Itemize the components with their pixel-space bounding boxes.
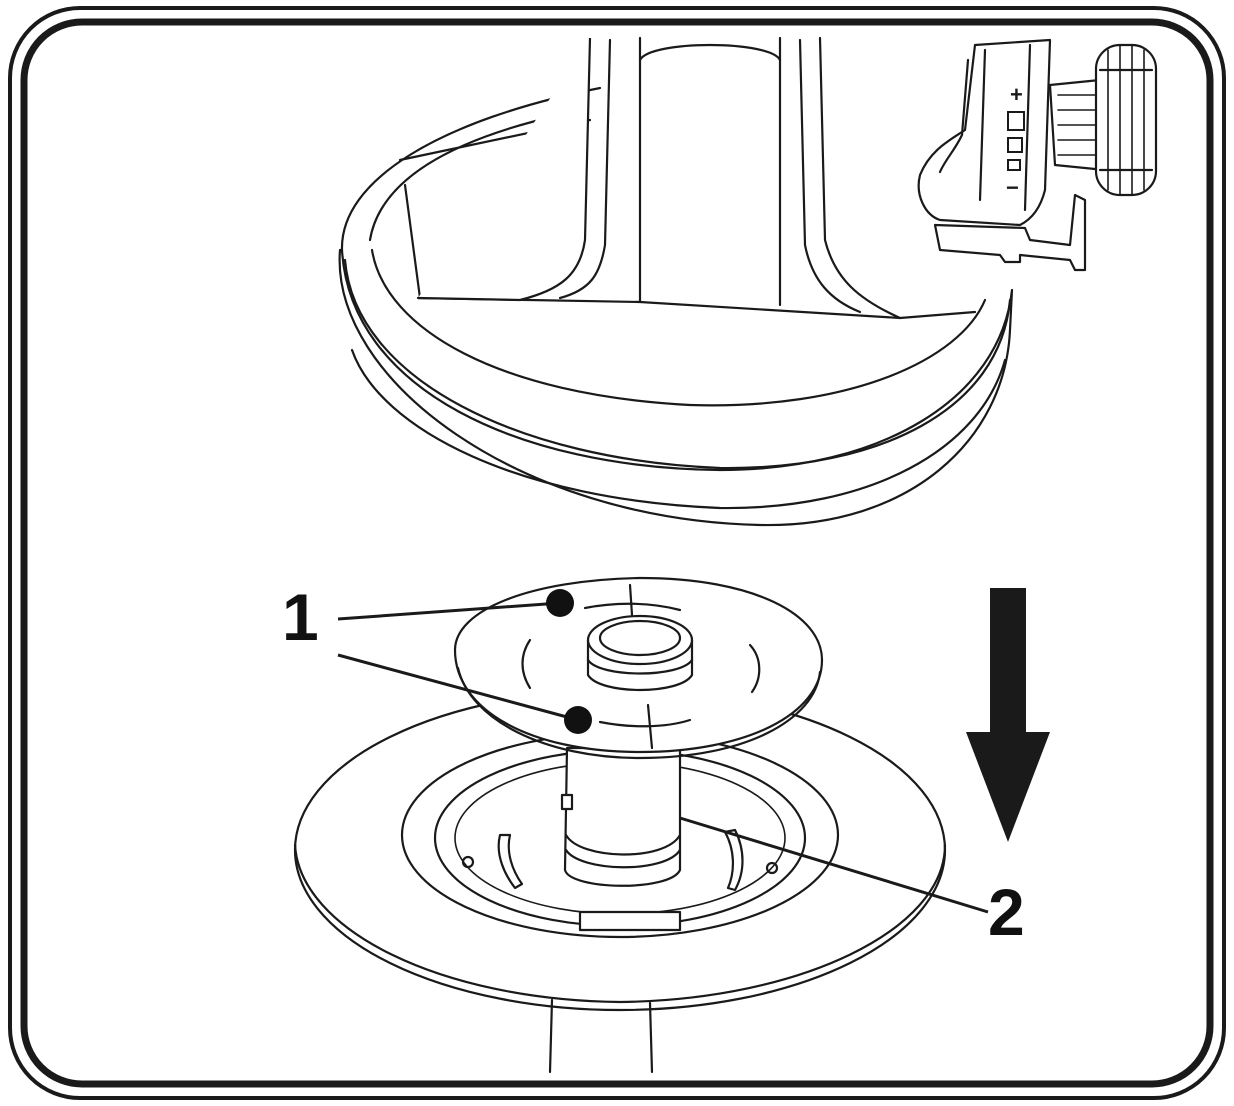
level-minus-label: − [1006, 175, 1019, 200]
diagram-frame [8, 6, 1226, 1100]
callout-1: 1 [282, 580, 592, 734]
marker-dot-upper [546, 589, 574, 617]
spindle-shaft [560, 746, 682, 887]
callout-2-label: 2 [988, 875, 1025, 949]
callout-1-label: 1 [282, 580, 319, 654]
spool-disc [453, 576, 824, 760]
down-arrow-icon [966, 588, 1050, 842]
upper-housing [338, 36, 1014, 527]
callout-2: 2 [679, 816, 1025, 949]
adjustment-handle: + − [917, 38, 1158, 272]
marker-dot-lower [564, 706, 592, 734]
level-indicator: + − [1006, 82, 1025, 200]
level-plus-label: + [1010, 82, 1023, 107]
adjustment-knob [1048, 43, 1158, 197]
